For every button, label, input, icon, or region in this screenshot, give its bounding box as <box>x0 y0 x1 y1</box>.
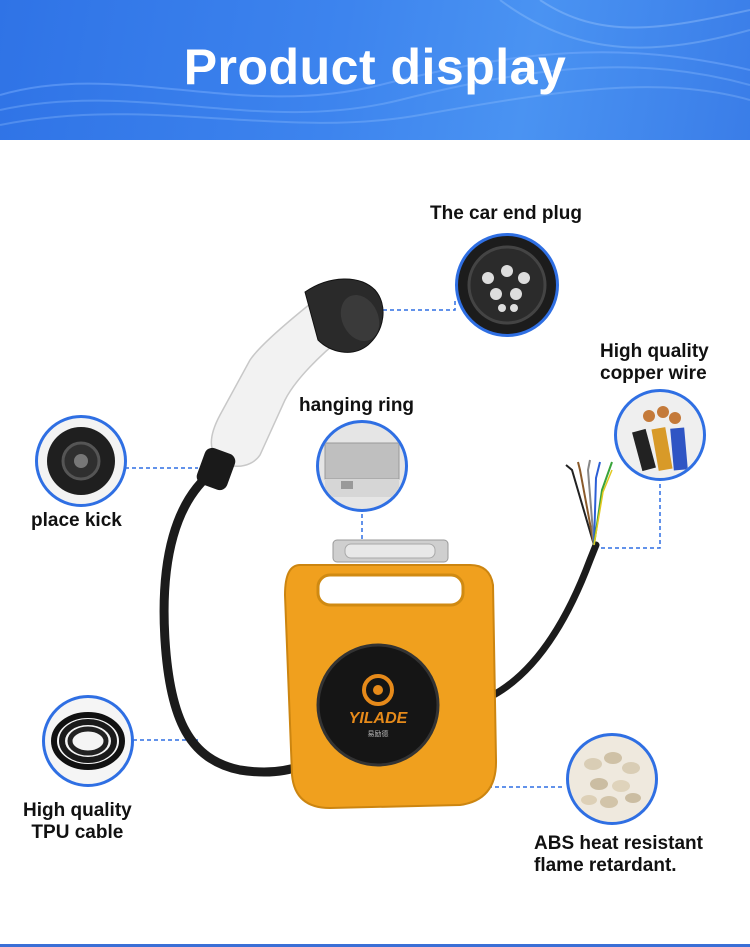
hanging-ring <box>332 539 449 563</box>
label-tpu-cable: High quality TPU cable <box>23 800 132 844</box>
label-abs-material: ABS heat resistant flame retardant. <box>534 833 703 877</box>
pellets-icon <box>581 752 641 808</box>
label-copper-wire-line1: High quality <box>600 341 709 362</box>
label-hanging-ring: hanging ring <box>299 395 415 416</box>
bottom-divider <box>0 944 750 947</box>
cable-reel: YILADE 易励德 <box>283 564 498 810</box>
label-tpu-cable-line1: High quality <box>23 800 132 821</box>
cable-coil-icon <box>51 712 125 770</box>
abs-material-closeup <box>566 733 658 825</box>
charging-plug <box>196 278 384 491</box>
label-copper-wire: High quality copper wire <box>600 341 709 385</box>
brand-sub: 易励德 <box>368 729 389 738</box>
hinge-icon <box>324 442 400 497</box>
label-tpu-cable-line2: TPU cable <box>31 822 124 843</box>
banner-waves <box>0 0 750 126</box>
header-banner: Product display <box>0 0 750 140</box>
page-title: Product display <box>183 39 567 95</box>
copper-wire-icon <box>632 406 688 472</box>
brand-logo: YILADE <box>349 710 409 727</box>
holster-icon <box>47 427 115 495</box>
label-car-end-plug: The car end plug <box>430 203 583 224</box>
copper-wire-closeup <box>614 389 706 481</box>
plug-pins-icon <box>467 245 547 325</box>
place-kick-closeup <box>35 415 127 507</box>
tpu-cable-closeup <box>42 695 134 787</box>
label-abs-material-line1: ABS heat resistant <box>534 833 703 854</box>
label-abs-material-line2: flame retardant. <box>534 855 677 876</box>
label-place-kick: place kick <box>31 510 122 531</box>
label-copper-wire-line2: copper wire <box>600 363 707 384</box>
hanging-ring-closeup <box>316 420 408 512</box>
product-illustration: YILADE 易励德 <box>125 278 661 810</box>
car-end-plug-closeup <box>455 233 559 337</box>
